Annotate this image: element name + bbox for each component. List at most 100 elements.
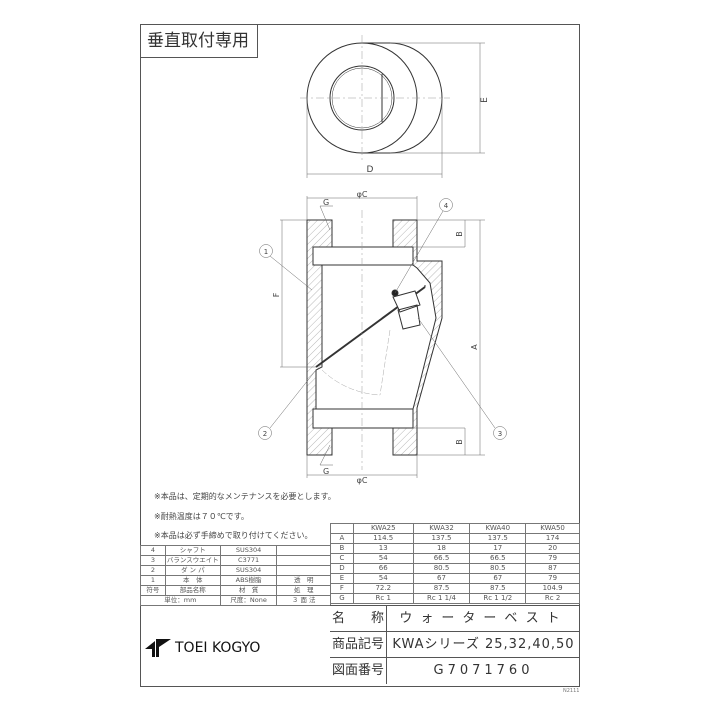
table-cell: 79: [525, 553, 580, 564]
table-cell: B: [330, 543, 354, 554]
table-cell: 符号: [140, 585, 166, 596]
table-cell: [276, 545, 331, 556]
balloon-3: 3: [498, 430, 502, 438]
table-cell: A: [330, 533, 354, 544]
table-cell: E: [330, 573, 354, 584]
table-cell: 13: [352, 543, 414, 554]
dim-B-top: B: [455, 231, 464, 237]
table-cell: [276, 565, 331, 576]
table-cell: Rc 1 1/2: [469, 593, 527, 604]
table-cell: G: [330, 593, 354, 604]
name-label: 名 称: [330, 606, 387, 632]
table-cell: 137.5: [412, 533, 471, 544]
logo-mark-icon: [145, 639, 171, 657]
table-cell: 66.5: [412, 553, 471, 564]
table-cell: 67: [412, 573, 471, 584]
dim-A: A: [470, 344, 479, 350]
name-value: ウォーターベスト: [399, 611, 568, 626]
table-cell: C: [330, 553, 354, 564]
drawing-number-value: G7071760: [433, 663, 534, 678]
title-block: 名 称 ウォーターベスト 商品記号 KWAシリーズ 25,32,40,50 図面…: [330, 605, 580, 685]
dim-G-top: G: [323, 198, 329, 207]
table-cell: F: [330, 583, 354, 594]
table-cell: KWA40: [469, 523, 527, 534]
note-install: ※本品は必ず手締めで取り付けてください。: [154, 531, 313, 540]
dim-D: D: [367, 165, 374, 175]
product-row: 商品記号 KWAシリーズ 25,32,40,50: [330, 631, 580, 658]
table-cell: 66: [352, 563, 414, 574]
table-cell: ダ ン パ: [164, 565, 221, 576]
table-cell: 87: [525, 563, 580, 574]
drawing-frame: [140, 24, 580, 687]
table-cell: ABS樹脂: [219, 575, 278, 586]
table-cell: 透 明: [276, 575, 331, 586]
table-cell: 1: [140, 575, 166, 586]
logo-text: TOEI KOGYO: [175, 640, 261, 656]
balloon-2: 2: [263, 430, 267, 438]
table-row: 符号部品名称材 質処 理: [140, 585, 331, 596]
table-cell: Rc 2: [525, 593, 580, 604]
table-cell: ３ 面 法: [276, 595, 331, 606]
table-cell: Rc 1 1/4: [412, 593, 471, 604]
dim-phiC-top: φC: [357, 190, 368, 199]
table-cell: [330, 523, 354, 534]
table-cell: 114.5: [352, 533, 414, 544]
table-cell: C3771: [219, 555, 278, 566]
table-cell: シャフト: [164, 545, 221, 556]
note-maintenance: ※本品は、定期的なメンテナンスを必要とします。: [154, 492, 336, 501]
table-cell: KWA25: [352, 523, 414, 534]
table-cell: 67: [469, 573, 527, 584]
product-value: KWAシリーズ 25,32,40,50: [392, 637, 575, 652]
table-cell: 87.5: [469, 583, 527, 594]
table-cell: 80.5: [469, 563, 527, 574]
table-cell: Rc 1: [352, 593, 414, 604]
page-title: 垂直取付専用: [140, 24, 258, 58]
note-heat: ※耐熱温度は７０℃です。: [154, 512, 249, 521]
table-cell: 単位：mm: [140, 595, 221, 606]
table-cell: [276, 555, 331, 566]
table-cell: SUS304: [219, 565, 278, 576]
table-cell: 20: [525, 543, 580, 554]
table-cell: KWA32: [412, 523, 471, 534]
dim-F: F: [272, 292, 281, 297]
table-cell: バランスウエイト: [164, 555, 221, 566]
section-view: [258, 196, 507, 478]
table-cell: 87.5: [412, 583, 471, 594]
balloon-4: 4: [444, 202, 449, 210]
table-cell: KWA50: [525, 523, 580, 534]
dim-G-bottom: G: [323, 467, 329, 476]
table-cell: 79: [525, 573, 580, 584]
name-row: 名 称 ウォーターベスト: [330, 605, 580, 632]
table-cell: 3: [140, 555, 166, 566]
table-cell: 18: [412, 543, 471, 554]
company-logo: TOEI KOGYO: [145, 639, 261, 657]
table-cell: 80.5: [412, 563, 471, 574]
table-cell: 部品名称: [164, 585, 221, 596]
table-cell: 54: [352, 573, 414, 584]
table-cell: 本 体: [164, 575, 221, 586]
table-cell: 104.9: [525, 583, 580, 594]
dim-B-bottom: B: [455, 439, 464, 445]
table-cell: SUS304: [219, 545, 278, 556]
table-cell: D: [330, 563, 354, 574]
top-view: [300, 35, 485, 178]
table-cell: 137.5: [469, 533, 527, 544]
table-cell: 54: [352, 553, 414, 564]
table-cell: 17: [469, 543, 527, 554]
balloon-1: 1: [264, 248, 268, 256]
